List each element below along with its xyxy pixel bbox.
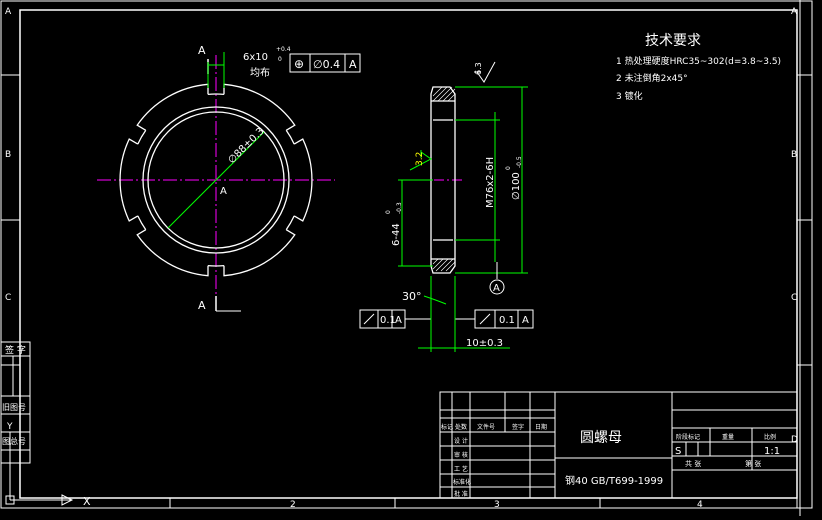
- thread-dim-text: M76x2-6H: [485, 157, 496, 208]
- zone-col-4: 4: [697, 500, 703, 510]
- front-view-bore-circle: [147, 111, 285, 249]
- title-sheets-total: 共 张: [685, 459, 701, 468]
- front-center-label: A: [220, 186, 227, 197]
- section-view[interactable]: ∅100 0 -0.5 M76x2-6H 6-44 0 -0.3 6.3 3.2: [359, 61, 534, 352]
- zone-row-d-right: D: [791, 435, 798, 445]
- dia-88-dim-line: [167, 131, 265, 229]
- sign-row-process: 工 艺: [454, 465, 468, 473]
- section-label-bottom: A: [198, 299, 206, 312]
- dia-88-dim-text: ∅88±0.3: [226, 126, 266, 166]
- inner-dim-text: 6-44: [391, 223, 402, 246]
- sign-row-approve: 批 准: [454, 490, 468, 498]
- side-old-part-label: 旧图号: [2, 403, 26, 412]
- position-tol-value: ∅0.4: [313, 58, 340, 71]
- title-rev-headers: 标记 处数 文件号 签字 日期: [441, 423, 547, 431]
- ucs-icon: [5, 432, 74, 506]
- runout-right-datum: A: [522, 315, 529, 326]
- slot-dim-text: 6x10: [243, 52, 268, 63]
- zone-labels: A B C A B C D 2 3 4: [5, 7, 798, 510]
- zone-row-a-right: A: [791, 7, 798, 17]
- datum-circle[interactable]: [489, 279, 505, 295]
- outer-dia-dimension: [455, 86, 528, 274]
- slot-tol-lower: 0: [278, 56, 282, 63]
- zone-row-b-right: B: [791, 150, 797, 160]
- zone-col-2: 2: [290, 500, 296, 510]
- front-view[interactable]: ∅88±0.3 A A A 6x10 +0.4 0 均布 ⊕ ∅0.4 A: [97, 44, 361, 312]
- title-stage-mark: S: [675, 446, 681, 457]
- sign-row-review: 审 核: [454, 451, 468, 459]
- sign-row-standard: 标准化: [453, 478, 471, 486]
- title-sheet-no: 第 张: [745, 459, 761, 468]
- front-view-thread-circle: [142, 106, 290, 254]
- ucs-y-label: Y: [6, 422, 13, 432]
- zone-col-3: 3: [494, 500, 500, 510]
- sign-row-design: 设 计: [454, 437, 468, 445]
- tech-requirements: 技术要求 1 热处理硬度HRC35~302(d=3.8~3.5) 2 未注倒角2…: [616, 33, 781, 102]
- position-datum: A: [349, 58, 357, 71]
- rev-header-mark: 标记: [441, 423, 453, 431]
- thread-dimension: [455, 112, 500, 262]
- rev-header-date: 日期: [535, 423, 547, 431]
- roughness-left-value: 3.2: [415, 152, 425, 166]
- zone-row-b-left: B: [5, 150, 11, 160]
- inner-dim-tol-lower: -0.3: [396, 202, 403, 214]
- tech-req-title: 技术要求: [645, 33, 701, 49]
- outer-dia-tol-upper: 0: [505, 166, 512, 170]
- rev-header-file: 文件号: [477, 423, 495, 431]
- ucs-x-label: X: [83, 495, 91, 508]
- roughness-top-value: 6.3: [474, 62, 483, 75]
- zone-row-c-left: C: [5, 293, 11, 303]
- side-strip: [0, 341, 31, 464]
- title-scale: 1:1: [764, 446, 780, 457]
- runout-right-tol: 0.1: [499, 315, 515, 326]
- slot-note: 均布: [250, 67, 270, 79]
- right-header-weight: 重量: [722, 433, 734, 441]
- chamfer-angle: 30°: [402, 290, 422, 303]
- roughness-top-symbol: [474, 61, 496, 83]
- drawing-frame: [0, 0, 813, 509]
- title-sign-rows: 设 计 审 核 工 艺 标准化 批 准: [453, 437, 471, 498]
- thickness-dimension: [418, 276, 510, 352]
- datum-label: A: [493, 283, 500, 294]
- section-label-top: A: [198, 44, 206, 57]
- inner-dim-tol-upper: 0: [385, 210, 392, 214]
- thickness-dim-text: 10±0.3: [466, 338, 503, 349]
- zone-row-c-right: C: [791, 293, 797, 303]
- runout-right-frame[interactable]: [474, 309, 534, 329]
- outer-dia-tol-lower: -0.5: [516, 156, 523, 168]
- outer-dia-text: ∅100: [511, 172, 522, 200]
- side-drawing-no-label: 图总号: [2, 436, 26, 446]
- slot-dimension: [207, 52, 225, 88]
- runout-left-tol: 0.1: [380, 315, 396, 326]
- zone-row-a-left: A: [5, 7, 12, 17]
- runout-left-datum: A: [395, 315, 402, 326]
- chamfer-arc: [423, 295, 447, 305]
- rev-header-count: 处数: [455, 423, 467, 431]
- right-header-scale: 比例: [764, 433, 776, 441]
- front-view-slotted-outline: [119, 83, 313, 277]
- position-tolerance-frame[interactable]: [289, 53, 361, 73]
- title-material: 钢40 GB/T699-1999: [565, 474, 663, 487]
- rev-header-sign: 签字: [512, 423, 524, 431]
- roughness-left-symbol: [409, 150, 432, 171]
- side-sign-label: 签 字: [5, 344, 26, 356]
- title-right-headers: 阶段标记 重量 比例: [676, 433, 776, 441]
- section-hatch: [432, 86, 456, 272]
- slot-tol-upper: +0.4: [276, 46, 291, 53]
- tech-req-item-3: 3 镀化: [616, 90, 643, 102]
- tech-req-item-1: 1 热处理硬度HRC35~302(d=3.8~3.5): [616, 55, 781, 67]
- position-symbol: ⊕: [294, 57, 304, 71]
- title-part-name: 圆螺母: [580, 430, 622, 446]
- right-header-stage: 阶段标记: [676, 433, 700, 441]
- runout-left-frame[interactable]: [359, 309, 406, 329]
- title-block: [439, 391, 798, 499]
- tech-req-item-2: 2 未注倒角2x45°: [616, 72, 688, 84]
- inner-dimension: [398, 179, 433, 267]
